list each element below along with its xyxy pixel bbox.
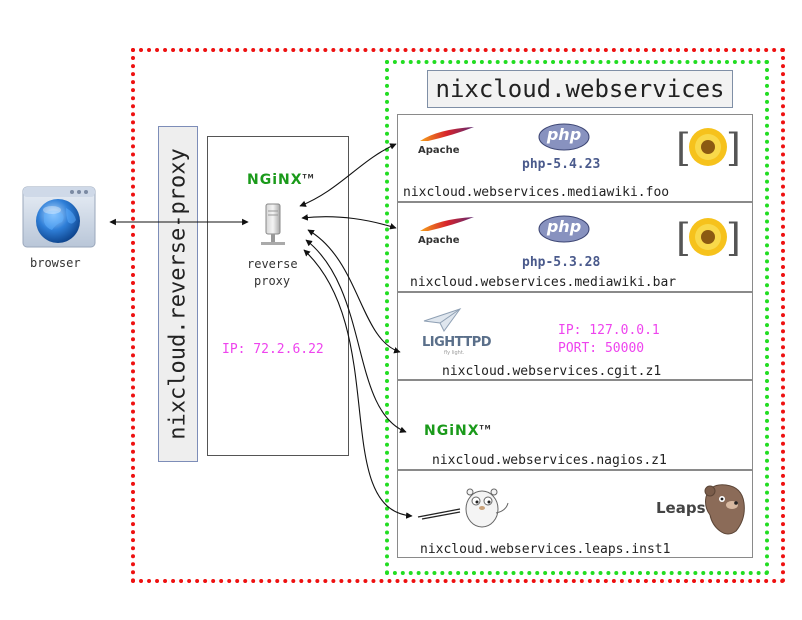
service-name: nixcloud.webservices.leaps.inst1 — [420, 542, 671, 557]
service-name: nixcloud.webservices.mediawiki.bar — [410, 275, 677, 290]
browser-label: browser — [30, 256, 81, 270]
proxy-nginx-logo: NGiNXTM — [247, 172, 315, 188]
php-text: php — [546, 125, 582, 144]
apache-text: Apache — [418, 145, 460, 156]
apache-logo: Apache — [418, 215, 478, 255]
service-name: nixcloud.webservices.cgit.z1 — [442, 364, 662, 379]
mediawiki-sunflower-icon: [ ] — [676, 213, 741, 261]
reverse-proxy-label-line2: proxy — [254, 274, 291, 288]
browser-node — [22, 186, 96, 248]
service-cgit-z1: LIGHTTPD fly light. IP: 127.0.0.1 PORT: … — [397, 292, 753, 380]
reverse-proxy-label-line1: reverse — [247, 257, 298, 271]
webservices-title: nixcloud.webservices — [427, 70, 733, 108]
php-version: php-5.3.28 — [522, 255, 601, 270]
proxy-nginx-text: NGiNX — [247, 172, 303, 188]
server-icon — [259, 203, 287, 249]
reverse-proxy-label: nixcloud.reverse-proxy — [165, 148, 191, 440]
apache-feather-icon — [420, 127, 474, 141]
service-nagios-z1: NGiNXTM nixcloud.webservices.nagios.z1 — [397, 380, 753, 470]
mediawiki-sunflower-icon: [ ] — [676, 123, 741, 171]
lighttpd-tagline: fly light. — [444, 350, 465, 356]
cgit-ip: IP: 127.0.0.1 — [558, 323, 660, 338]
nginx-tm: TM — [479, 424, 492, 432]
php-logo: php — [538, 123, 590, 151]
browser-globe-icon — [22, 186, 96, 248]
lighttpd-text: LIGHTTPD — [422, 335, 492, 350]
service-mediawiki-foo: Apache php php-5.4.23 [ ] nixcloud.webse… — [397, 114, 753, 202]
nginx-text: NGiNX — [424, 423, 480, 439]
apache-logo: Apache — [418, 125, 478, 165]
svg-text:]: ] — [726, 216, 740, 260]
php-logo: php — [538, 215, 590, 243]
apache-feather-icon — [420, 217, 474, 231]
service-mediawiki-bar: Apache php php-5.3.28 [ ] nixcloud.webse… — [397, 202, 753, 292]
svg-text:[: [ — [676, 126, 691, 170]
cgit-port: PORT: 50000 — [558, 341, 645, 356]
apache-text: Apache — [418, 235, 460, 246]
service-name: nixcloud.webservices.nagios.z1 — [432, 453, 667, 468]
reverse-proxy-boundary — [131, 48, 785, 583]
svg-text:[: [ — [676, 216, 691, 260]
nginx-logo: NGiNXTM — [424, 423, 492, 439]
proxy-ip: IP: 72.2.6.22 — [222, 342, 324, 357]
proxy-nginx-tm: TM — [302, 173, 315, 181]
motion-lines-icon — [416, 505, 462, 520]
go-gopher-icon — [460, 483, 510, 529]
reverse-proxy-label-box: nixcloud.reverse-proxy — [158, 126, 198, 462]
svg-text:]: ] — [726, 126, 740, 170]
lighttpd-logo: LIGHTTPD fly light. — [422, 307, 492, 356]
paper-plane-icon — [423, 308, 462, 332]
service-name: nixcloud.webservices.mediawiki.foo — [403, 185, 670, 200]
leaps-text: Leaps — [656, 499, 706, 517]
php-version: php-5.4.23 — [522, 157, 601, 172]
service-leaps-inst1: Leaps nixcloud.webservices.leaps.inst1 — [397, 470, 753, 558]
leaps-mascot-icon — [702, 481, 748, 537]
php-text: php — [546, 217, 582, 236]
